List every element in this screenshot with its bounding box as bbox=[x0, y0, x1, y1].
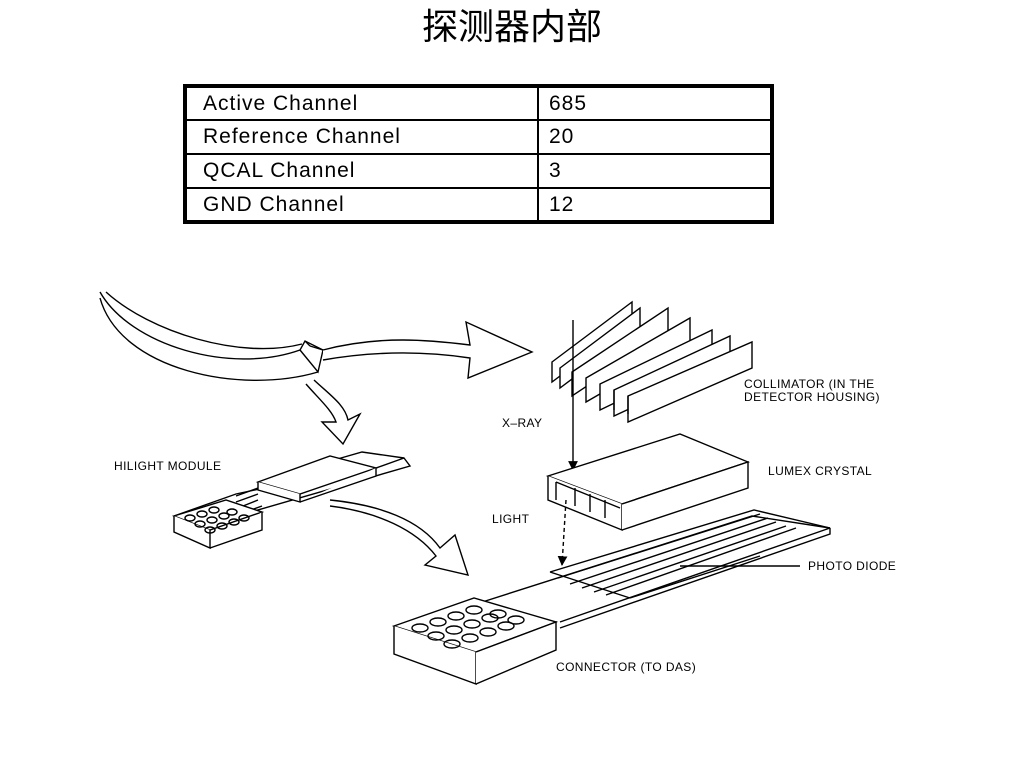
channel-value: 685 bbox=[537, 85, 773, 121]
channel-value: 3 bbox=[537, 153, 773, 189]
label-hilight-module: HILIGHT MODULE bbox=[114, 459, 221, 473]
table-row: Active Channel 685 bbox=[184, 85, 773, 121]
table-row: Reference Channel 20 bbox=[184, 119, 773, 155]
channel-name: Reference Channel bbox=[184, 119, 539, 155]
arrow-to-connector bbox=[329, 499, 470, 576]
label-lumex-crystal: LUMEX CRYSTAL bbox=[768, 464, 872, 478]
label-light: LIGHT bbox=[492, 512, 530, 526]
table-row: GND Channel 12 bbox=[184, 187, 773, 223]
hilight-module bbox=[171, 451, 412, 550]
label-xray: X–RAY bbox=[502, 416, 542, 430]
arrow-to-module bbox=[305, 379, 362, 446]
channel-name: QCAL Channel bbox=[184, 153, 539, 189]
arrow-to-collimator bbox=[322, 320, 534, 380]
channel-name: GND Channel bbox=[184, 187, 539, 223]
label-photo-diode: PHOTO DIODE bbox=[808, 559, 896, 573]
slide-title: 探测器内部 bbox=[421, 7, 602, 48]
collimator-plates bbox=[551, 300, 753, 424]
label-collimator-line1: COLLIMATOR (IN THE bbox=[744, 377, 875, 391]
light-arrow bbox=[557, 499, 568, 566]
connector-block bbox=[391, 597, 559, 686]
label-connector: CONNECTOR (TO DAS) bbox=[556, 660, 696, 674]
label-collimator-line2: DETECTOR HOUSING) bbox=[744, 390, 880, 404]
lumex-crystal bbox=[545, 433, 751, 532]
channel-value: 12 bbox=[537, 187, 773, 223]
channel-value: 20 bbox=[537, 119, 773, 155]
channel-name: Active Channel bbox=[184, 85, 539, 121]
table-row: QCAL Channel 3 bbox=[184, 153, 773, 189]
photo-diode-strip bbox=[475, 509, 831, 629]
detector-arc bbox=[99, 291, 324, 381]
channel-table: Active Channel 685 Reference Channel 20 … bbox=[183, 84, 774, 224]
